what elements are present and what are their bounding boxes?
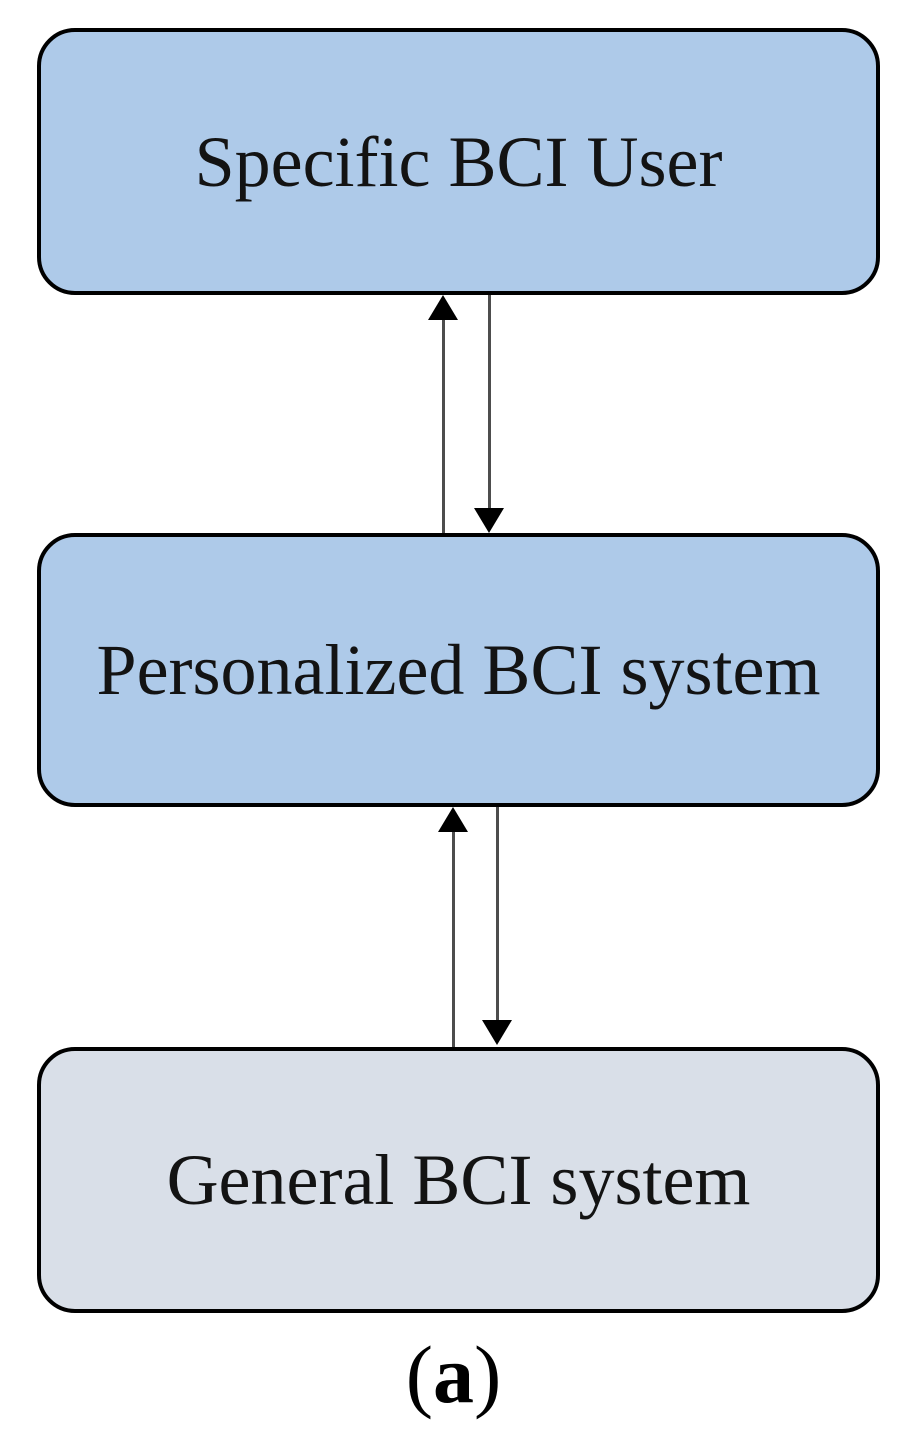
- node-personalized-bci-system: Personalized BCI system: [37, 533, 880, 807]
- arrow-down-line: [488, 295, 491, 510]
- node-general-bci-system-label: General BCI system: [166, 1140, 751, 1220]
- arrow-up-line: [442, 318, 445, 533]
- arrowhead-up-icon: [428, 295, 458, 320]
- arrow-down-line: [496, 807, 499, 1022]
- node-personalized-bci-system-label: Personalized BCI system: [96, 630, 821, 710]
- node-general-bci-system: General BCI system: [37, 1047, 880, 1313]
- caption-open-paren: (: [405, 1329, 433, 1420]
- caption-close-paren: ): [474, 1329, 502, 1420]
- arrow-up-line: [452, 830, 455, 1047]
- arrowhead-up-icon: [438, 807, 468, 832]
- arrowhead-down-icon: [474, 508, 504, 533]
- node-specific-bci-user-label: Specific BCI User: [194, 121, 723, 202]
- figure-caption: (a): [0, 1329, 907, 1420]
- caption-letter: a: [433, 1329, 474, 1420]
- node-specific-bci-user: Specific BCI User: [37, 28, 880, 295]
- arrowhead-down-icon: [482, 1020, 512, 1045]
